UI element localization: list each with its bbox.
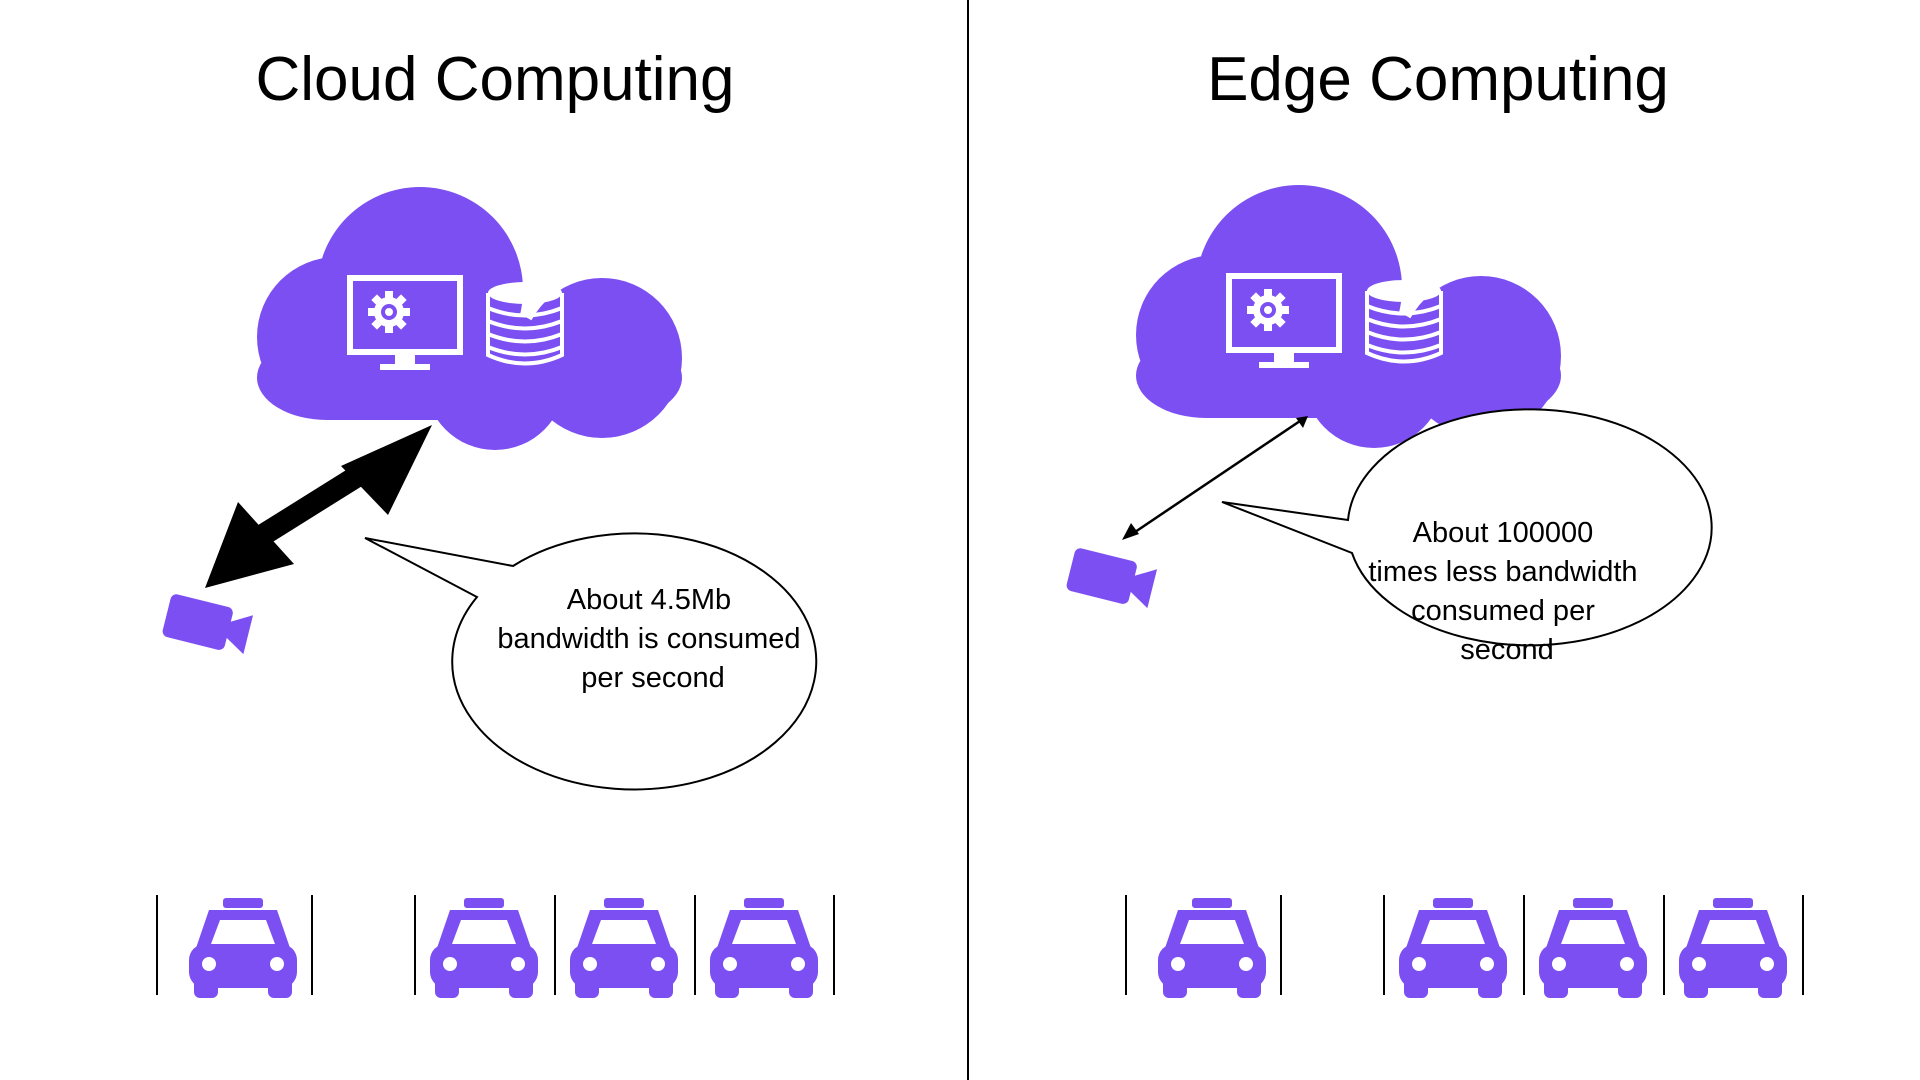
cloud-speech-bubble: About 4.5Mb bandwidth is consumed per se… [364, 532, 818, 791]
edge-speech-bubble: About 100000 times less bandwidth consum… [1221, 408, 1713, 666]
cloud-bubble-line-1: About 4.5Mb [567, 584, 731, 616]
cloud-icon [257, 187, 682, 450]
taxi-icon [430, 898, 538, 998]
thick-bandwidth-arrow [205, 425, 432, 588]
edge-panel: Edge Computing About 100000 times less b… [1065, 45, 1804, 998]
cloud-panel: Cloud Computing About 4.5Mb bandwidth is… [156, 45, 835, 998]
taxi-icon [1158, 898, 1266, 998]
edge-bubble-line-3: consumed per [1411, 595, 1595, 627]
taxi-icon [1539, 898, 1647, 998]
svg-text:About 100000 times les: About 100000 times less bandwidth consum… [1368, 517, 1645, 666]
cloud-bubble-line-3: per second [581, 662, 725, 694]
edge-bubble-line-1: About 100000 [1413, 517, 1594, 549]
video-camera-icon [1065, 547, 1158, 611]
edge-taxi-row [1125, 895, 1804, 995]
edge-title: Edge Computing [1207, 45, 1669, 114]
svg-text:About 4.5Mb bandwidth: About 4.5Mb bandwidth is consumed per se… [497, 584, 808, 694]
cloud-title: Cloud Computing [255, 45, 734, 114]
cloud-taxi-row [156, 895, 835, 995]
taxi-icon [1399, 898, 1507, 998]
video-camera-icon [161, 593, 254, 657]
cloud-bubble-line-2: bandwidth is consumed [497, 623, 800, 655]
cloud-icon [1136, 185, 1561, 448]
taxi-icon [570, 898, 678, 998]
edge-bubble-line-4: second [1460, 634, 1554, 666]
taxi-icon [189, 898, 297, 998]
taxi-icon [710, 898, 818, 998]
thin-bandwidth-arrow [1122, 416, 1308, 540]
taxi-icon [1679, 898, 1787, 998]
edge-bubble-line-2: times less bandwidth [1368, 556, 1637, 588]
